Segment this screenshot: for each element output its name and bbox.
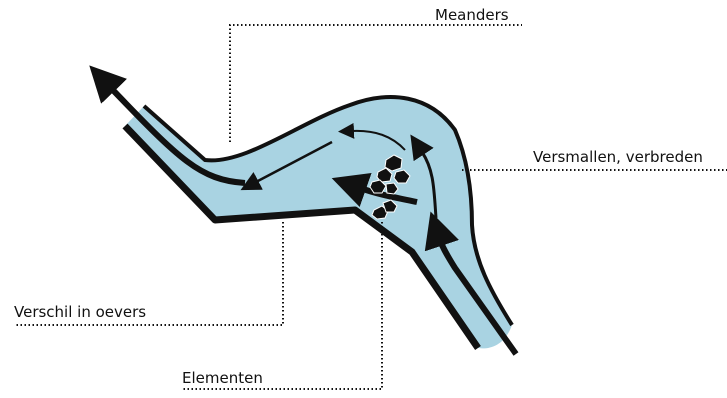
label-elements: Elementen — [182, 369, 263, 387]
label-bank-difference: Verschil in oevers — [14, 303, 146, 321]
label-narrow-widen: Versmallen, verbreden — [533, 148, 703, 166]
label-meanders: Meanders — [435, 6, 509, 24]
